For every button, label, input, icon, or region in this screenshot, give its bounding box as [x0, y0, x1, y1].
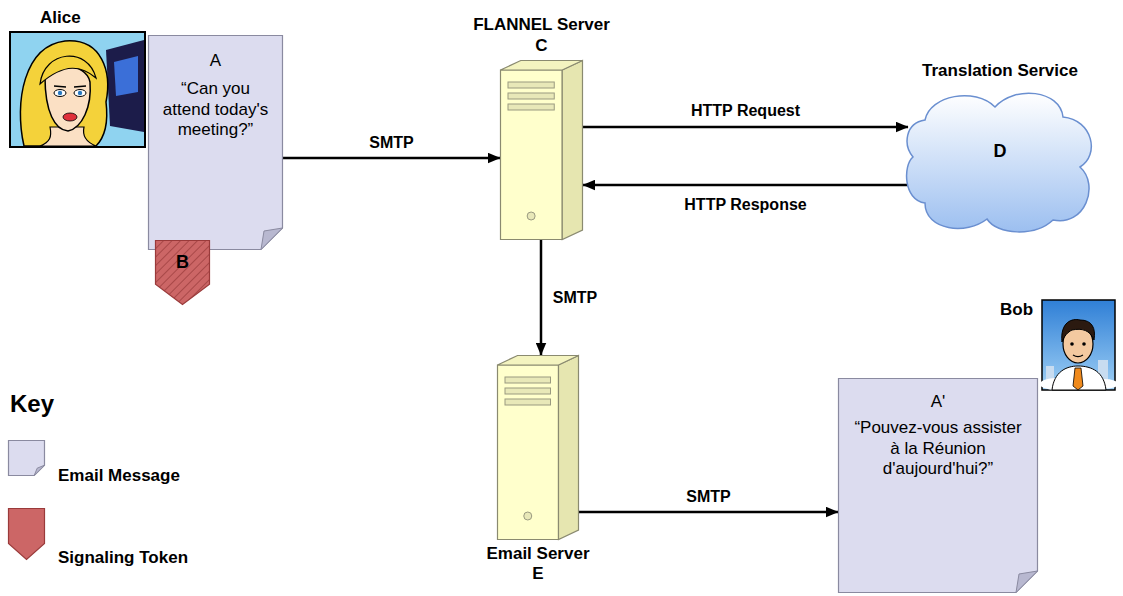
- token-outline: [156, 241, 210, 305]
- drive-bay: [508, 82, 554, 88]
- signaling-token: B: [155, 240, 210, 305]
- drive-bay: [505, 399, 551, 405]
- legend-text: Email Message: [58, 466, 180, 486]
- email-message: A“Can you attend today's meeting?”B: [148, 35, 283, 250]
- arrow-connector: [583, 184, 908, 187]
- protocol-label: SMTP: [366, 134, 416, 152]
- node-heading: Email ServerE: [486, 544, 589, 585]
- signaling-token-shape: [155, 240, 210, 305]
- message-fold: [34, 465, 44, 475]
- protocol-label: SMTP: [550, 289, 600, 307]
- legend-swatch-frame: [8, 508, 45, 560]
- drive-bay: [508, 93, 554, 99]
- person-name: Alice: [40, 8, 81, 28]
- node-text: “Can you attend today's meeting?”: [160, 79, 271, 140]
- node-body: D: [905, 85, 1095, 163]
- drive-bay: [508, 104, 554, 110]
- protocol-label: HTTP Request: [688, 102, 803, 120]
- node-text: D: [925, 141, 1075, 163]
- message-outline: [839, 379, 1038, 593]
- node-heading: FLANNEL ServerC: [473, 15, 610, 56]
- legend-swatch-frame: [8, 440, 45, 476]
- server-front: [498, 365, 559, 540]
- alice-picture: [10, 32, 145, 147]
- bob-picture: [1040, 300, 1118, 390]
- node-text: “Pouvez-vous assister à la Réunion d'auj…: [854, 418, 1022, 479]
- node-text: FLANNEL Server: [473, 15, 610, 35]
- node-body: B: [155, 240, 210, 274]
- server-front: [501, 70, 563, 240]
- server-side: [559, 356, 579, 540]
- message-outline: [149, 36, 283, 250]
- drive-bay: [505, 377, 551, 383]
- person-name: Bob: [1000, 300, 1033, 320]
- node-text: Translation Service: [922, 61, 1078, 81]
- arrow-connector: [283, 157, 500, 160]
- message-fold: [261, 228, 283, 250]
- server-icon: Email ServerE: [497, 355, 579, 540]
- node-text: B: [159, 252, 206, 274]
- node-body: A' “Pouvez-vous assister à la Réunion d'a…: [838, 378, 1038, 480]
- email-message: A' “Pouvez-vous assister à la Réunion d'a…: [838, 378, 1038, 593]
- node-text: C: [473, 36, 610, 56]
- message-fold: [1016, 571, 1038, 593]
- node-text: A: [160, 51, 271, 71]
- node-text: A': [854, 392, 1022, 412]
- node-text: Email Server: [486, 544, 589, 564]
- arrow-connector: [579, 511, 838, 514]
- power-button: [527, 212, 535, 220]
- legend-swatch: [9, 509, 45, 560]
- legend-title: Key: [10, 390, 54, 418]
- cloud-outline: [907, 93, 1092, 232]
- server-side: [562, 61, 582, 240]
- node-text: E: [486, 564, 589, 584]
- node-heading: Translation Service: [922, 61, 1078, 81]
- protocol-label: HTTP Response: [681, 196, 809, 214]
- server-top: [498, 356, 579, 366]
- legend-swatch: [9, 441, 45, 476]
- node-body: A “Can you attend today's meeting?”: [148, 35, 283, 141]
- protocol-label: SMTP: [683, 488, 733, 506]
- power-button: [524, 512, 532, 520]
- legend-text: Signaling Token: [58, 548, 188, 568]
- cloud-service: DTranslation Service: [905, 85, 1095, 235]
- server-top: [501, 61, 583, 71]
- server-icon-shape: [500, 60, 583, 240]
- server-icon: FLANNEL ServerC: [500, 60, 583, 240]
- server-icon-shape: [497, 355, 579, 540]
- arrow-connector: [540, 240, 543, 355]
- arrow-connector: [583, 126, 908, 129]
- drive-bay: [505, 388, 551, 394]
